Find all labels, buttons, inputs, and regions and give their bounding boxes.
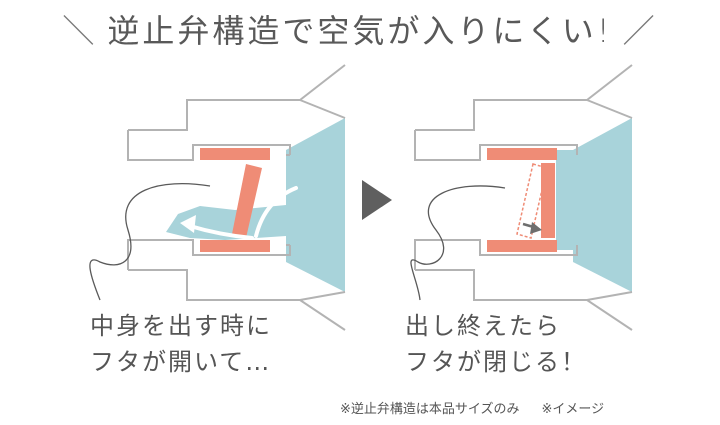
footnotes: ※逆止弁構造は本品サイズのみ ※イメージ <box>340 398 626 417</box>
liquid-body-closed <box>573 118 632 292</box>
footnote-2: ※イメージ <box>541 402 605 417</box>
callout-line-closed <box>410 185 506 301</box>
headline-text: 逆止弁構造で空気が入りにくい! <box>107 12 613 50</box>
valve-flap-closed <box>541 163 555 238</box>
valve-frame-top-open <box>200 148 270 160</box>
housing-outline-closed <box>414 64 633 331</box>
caption-closed-line-2: フタが閉じる！ <box>405 348 587 376</box>
headline: ＼逆止弁構造で空気が入りにくい!／ <box>0 6 720 52</box>
flow-arrow-lower <box>188 224 254 240</box>
flow-arrow-upper <box>254 186 298 238</box>
flow-arrow-head <box>180 215 196 233</box>
housing-outline-open <box>127 64 346 331</box>
liquid-channel-closed <box>556 150 576 250</box>
caption-closed: 出し終えたら フタが閉じる！ <box>405 308 587 380</box>
headline-right-mark: ／ <box>622 12 658 50</box>
callout-line-open <box>89 183 211 301</box>
valve-frame-bottom-open <box>200 240 270 252</box>
closing-arrow-head <box>530 222 542 234</box>
liquid-body-open <box>166 118 345 292</box>
footnote-1: ※逆止弁構造は本品サイズのみ <box>340 402 520 417</box>
valve-flap-open <box>232 164 262 238</box>
caption-open: 中身を出す時に フタが開いて… <box>90 308 272 380</box>
valve-frame-bottom-closed <box>487 240 557 252</box>
caption-open-line-1: 中身を出す時に <box>90 312 272 340</box>
panel-closed <box>410 64 633 331</box>
headline-left-mark: ＼ <box>62 12 98 50</box>
caption-closed-line-1: 出し終えたら <box>405 312 561 340</box>
caption-open-line-2: フタが開いて… <box>90 348 272 376</box>
panel-open <box>89 64 346 331</box>
valve-flap-ghost <box>516 163 548 239</box>
valve-frame-top-closed <box>487 148 557 160</box>
triangle-right-icon <box>362 180 392 220</box>
